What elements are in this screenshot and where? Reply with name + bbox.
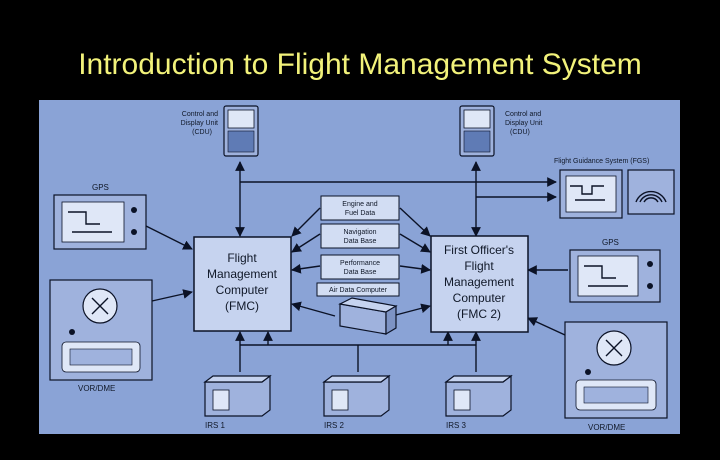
vor-left-label: VOR/DME xyxy=(78,384,115,393)
perfdb-line-2: Data Base xyxy=(344,269,377,276)
fmc-line-3: Computer xyxy=(216,283,269,297)
irs-1-label: IRS 1 xyxy=(205,421,226,430)
fgs-label: Flight Guidance System (FGS) xyxy=(554,158,649,165)
engine-line-2: Fuel Data xyxy=(345,210,375,217)
cdu-right-label-2: Display Unit xyxy=(505,120,542,127)
cdu-left-label-3: (CDU) xyxy=(192,129,212,136)
cdu-left-label-2: Display Unit xyxy=(181,120,218,127)
navigation-database-box[interactable]: Navigation Data Base xyxy=(320,223,400,249)
vor-dme-right: VOR/DME xyxy=(564,321,668,432)
irs-3-label: IRS 3 xyxy=(446,421,467,430)
adc-label: Air Data Computer xyxy=(329,287,388,294)
connections xyxy=(145,161,568,372)
fmc2-line-4: Computer xyxy=(453,291,506,305)
navdb-line-1: Navigation xyxy=(343,229,376,236)
irs-2-label: IRS 2 xyxy=(324,421,345,430)
engine-fuel-data-box[interactable]: Engine and Fuel Data xyxy=(320,195,400,221)
perfdb-line-1: Performance xyxy=(340,260,380,267)
vor-dme-left: VOR/DME xyxy=(49,279,153,393)
irs-1: IRS 1 xyxy=(203,374,272,430)
fmc-line-4: (FMC) xyxy=(225,299,259,313)
navdb-line-2: Data Base xyxy=(344,238,377,245)
fmc-left[interactable]: Flight Management Computer (FMC) xyxy=(193,236,292,332)
fmc2-line-1: First Officer's xyxy=(444,243,514,257)
irs-3: IRS 3 xyxy=(444,374,513,430)
cdu-right: Control and Display Unit (CDU) xyxy=(459,105,542,157)
fmc2-line-2: Flight xyxy=(464,259,494,273)
engine-line-1: Engine and xyxy=(342,201,378,208)
flight-guidance-system: Flight Guidance System (FGS) xyxy=(554,158,675,219)
performance-database-box[interactable]: Performance Data Base xyxy=(320,254,400,280)
slide-title: Introduction to Flight Management System xyxy=(78,48,642,81)
fmc2-line-3: Management xyxy=(444,275,515,289)
cdu-left-label-1: Control and xyxy=(182,111,218,118)
cdu-left: Control and Display Unit (CDU) xyxy=(181,105,259,157)
vor-right-label: VOR/DME xyxy=(588,423,625,432)
fmc-line-2: Management xyxy=(207,267,278,281)
fmc-line-1: Flight xyxy=(227,251,257,265)
cdu-right-label-3: (CDU) xyxy=(510,129,530,136)
air-data-computer-unit xyxy=(338,297,398,336)
gps-left: GPS xyxy=(53,183,147,250)
gps-left-label: GPS xyxy=(92,183,109,192)
fmc2-line-5: (FMC 2) xyxy=(457,307,501,321)
fmc2-first-officer[interactable]: First Officer's Flight Management Comput… xyxy=(430,235,529,333)
cdu-right-label-1: Control and xyxy=(505,111,541,118)
air-data-computer-label-box[interactable]: Air Data Computer xyxy=(316,282,400,297)
irs-2: IRS 2 xyxy=(322,374,391,430)
gps-right-label: GPS xyxy=(602,238,619,247)
gps-right: GPS xyxy=(569,238,661,303)
